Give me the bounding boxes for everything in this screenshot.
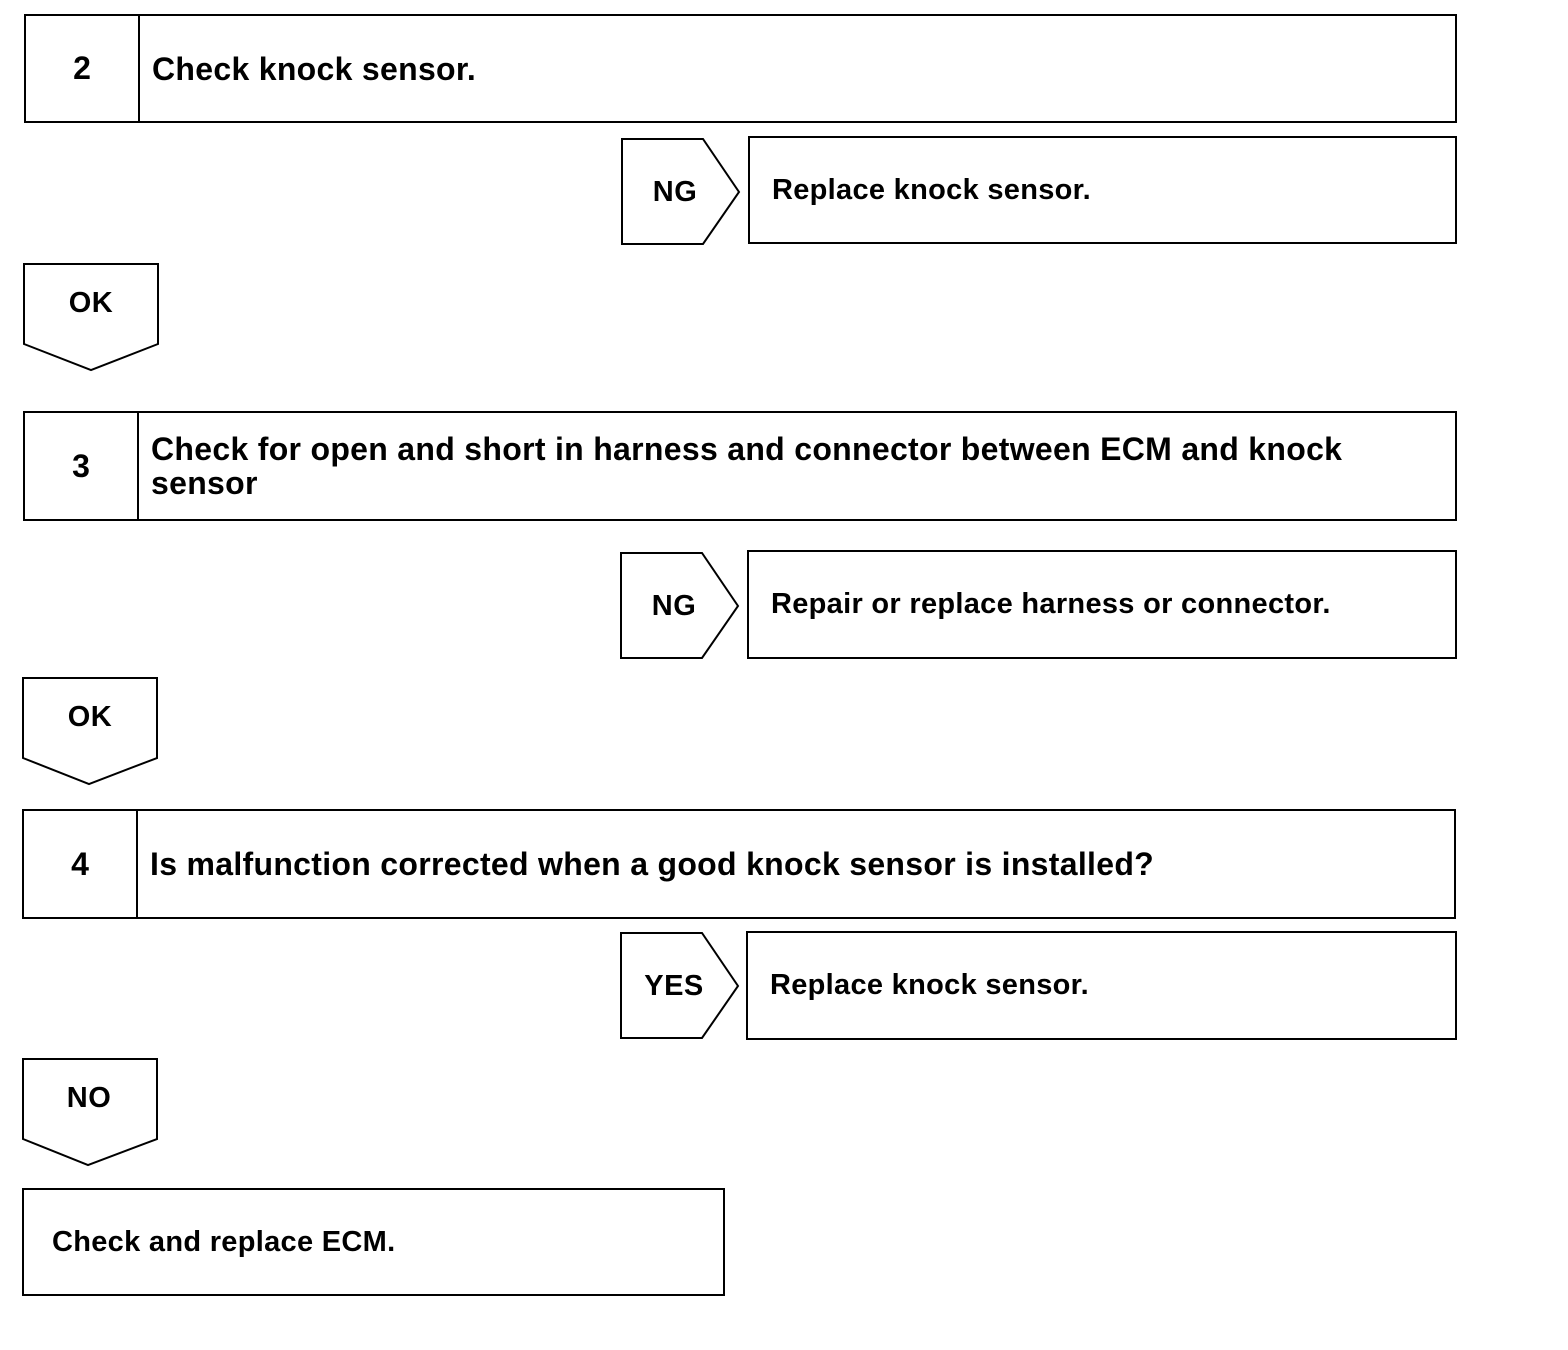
result-box: Repair or replace harness or connector. (747, 550, 1457, 659)
branch-label: YES (644, 969, 704, 1002)
result-text: Repair or replace harness or connector. (771, 588, 1331, 620)
step-text: Check knock sensor. (152, 50, 477, 87)
result-text: Replace knock sensor. (772, 173, 1092, 206)
step-number: 2 (26, 16, 140, 121)
right-arrow-shape (621, 138, 741, 245)
branch-label: OK (68, 286, 114, 319)
step-4-box: 4 Is malfunction corrected when a good k… (22, 809, 1456, 919)
branch-label: OK (67, 700, 113, 733)
ok-branch-arrow: OK (22, 677, 160, 787)
step-number: 3 (25, 413, 139, 519)
down-arrow-shape (23, 263, 159, 372)
step-3-box: 3 Check for open and short in harness an… (23, 411, 1457, 521)
branch-label: NG (652, 175, 698, 208)
step-number: 4 (24, 811, 138, 917)
result-box: Replace knock sensor. (746, 931, 1457, 1040)
right-arrow-shape (620, 552, 740, 659)
ng-branch-arrow: NG (621, 138, 743, 246)
final-action-text: Check and replace ECM. (52, 1225, 396, 1258)
final-action-box: Check and replace ECM. (22, 1188, 725, 1296)
branch-label: NO (66, 1081, 112, 1114)
branch-label: NG (651, 589, 697, 622)
step-text: Check for open and short in harness and … (151, 431, 1343, 501)
right-arrow-shape (620, 932, 740, 1039)
ng-branch-arrow: NG (620, 552, 742, 660)
result-text: Replace knock sensor. (770, 969, 1090, 1001)
result-box: Replace knock sensor. (748, 136, 1457, 244)
step-2-box: 2 Check knock sensor. (24, 14, 1457, 123)
no-branch-arrow: NO (22, 1058, 160, 1168)
down-arrow-shape (22, 677, 158, 786)
down-arrow-shape (22, 1058, 158, 1167)
yes-branch-arrow: YES (620, 932, 742, 1040)
step-text: Is malfunction corrected when a good kno… (150, 846, 1155, 882)
ok-branch-arrow: OK (23, 263, 161, 373)
